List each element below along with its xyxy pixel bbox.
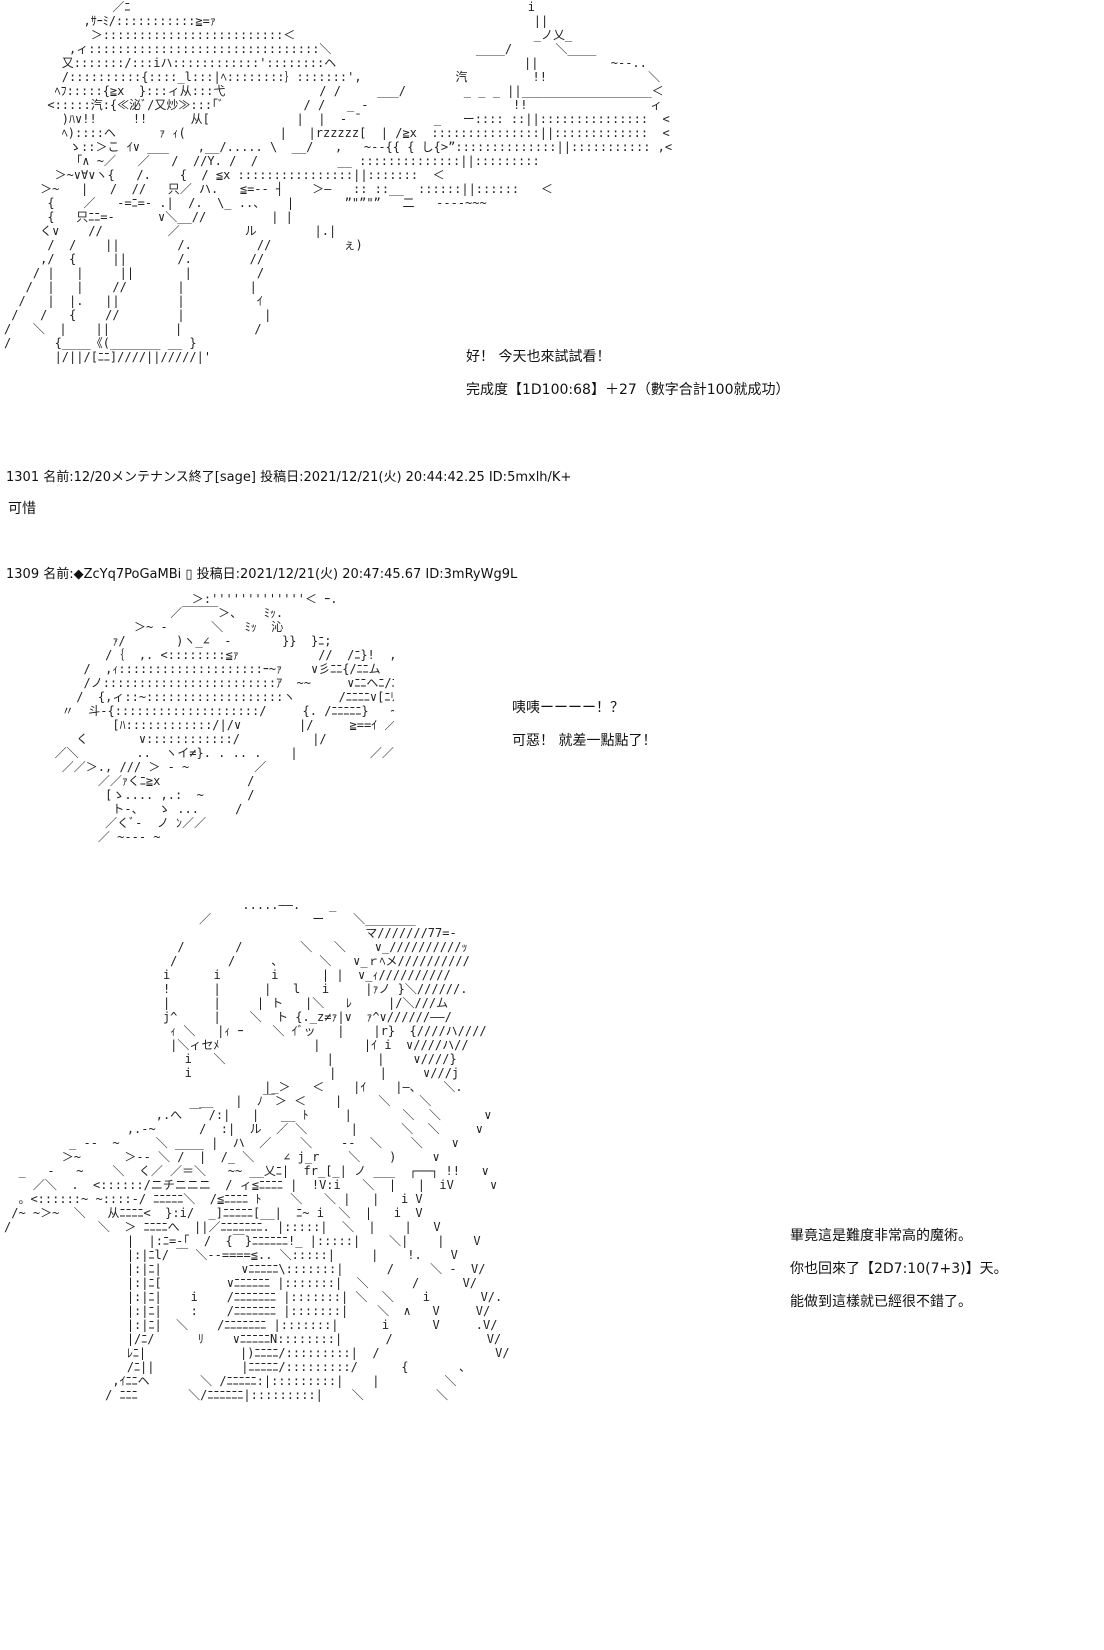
post-body: 可惜 bbox=[8, 501, 36, 517]
ascii-art-character-upset: ＞:'''''''''''''＜ ｰ. ／￣￣￣＞、 ﾐｯ. ＞~ - ＼ ﾐｯ… bbox=[54, 592, 394, 844]
dialogue-line: 可惡！ 就差一點點了！ bbox=[512, 733, 657, 749]
dialogue-line: 好！ 今天也來試試看！ bbox=[466, 349, 611, 365]
dialogue-line: 你也回來了【2D7:10(7+3)】天。 bbox=[790, 1261, 1008, 1277]
dialogue-line: 畢竟這是難度非常高的魔術。 bbox=[790, 1228, 972, 1244]
post-header: 1301 名前:12/20メンテナンス終了[sage] 投稿日:2021/12/… bbox=[6, 470, 572, 485]
ascii-art-spear-character: ／ﾆ i ,ｻｰﾐ/:::::::::::≧=ｧ || ＞:::::::::::… bbox=[4, 0, 673, 364]
post-header: 1309 名前:◆ZcYq7PoGaMBi ▯ 投稿日:2021/12/21(火… bbox=[6, 567, 518, 582]
post-1-dialogue: 好！ 今天也來試試看！ 完成度【1D100:68】＋27（數字合計100就成功） bbox=[466, 341, 789, 407]
dialogue-line: 完成度【1D100:68】＋27（數字合計100就成功） bbox=[466, 382, 790, 398]
post-1309-dialogue-a: 咦咦ーーーー！？ 可惡！ 就差一點點了！ bbox=[512, 692, 656, 758]
ascii-art-character-armored: .....――. _ ／ ー ＼_______ マ///////77=- / /… bbox=[4, 898, 510, 1402]
dialogue-line: 能做到這樣就已經很不錯了。 bbox=[790, 1294, 972, 1310]
dialogue-line: 咦咦ーーーー！？ bbox=[512, 700, 624, 716]
post-1309-dialogue-b: 畢竟這是難度非常高的魔術。 你也回來了【2D7:10(7+3)】天。 能做到這樣… bbox=[790, 1220, 1008, 1319]
